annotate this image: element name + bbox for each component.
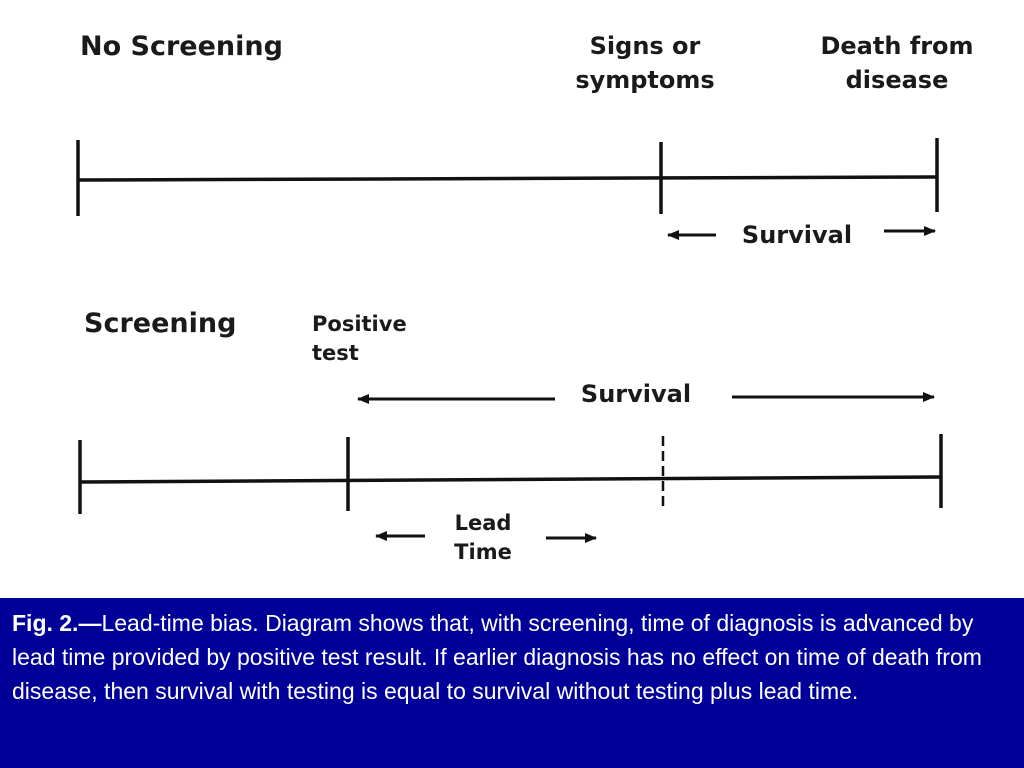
screening-timeline <box>79 475 942 484</box>
figure-caption: Fig. 2.—Lead-time bias. Diagram shows th… <box>0 598 1024 768</box>
signs-symptoms-label-line2: symptoms <box>575 66 714 94</box>
figure-caption-label: Fig. 2.— <box>12 610 102 636</box>
lead-time-label-line1: Lead <box>455 511 512 535</box>
screening-survival-label: Survival <box>581 380 691 408</box>
positive-test-label-line2: test <box>312 341 359 365</box>
positive-test-label-line1: Positive <box>312 312 407 336</box>
screening-title: Screening <box>84 308 236 339</box>
no-screening-timeline <box>77 175 938 182</box>
no-screening-survival-label: Survival <box>742 221 852 249</box>
death-from-disease-label-line2: disease <box>846 66 949 94</box>
no-screening-title: No Screening <box>80 31 283 62</box>
death-from-disease-label-line1: Death from <box>820 32 973 60</box>
lead-time-bias-diagram: No Screening Signs or symptoms Death fro… <box>76 31 974 564</box>
figure-caption-text: Lead-time bias. Diagram shows that, with… <box>12 610 982 704</box>
lead-time-label-line2: Time <box>454 540 512 564</box>
signs-symptoms-label-line1: Signs or <box>590 32 701 60</box>
